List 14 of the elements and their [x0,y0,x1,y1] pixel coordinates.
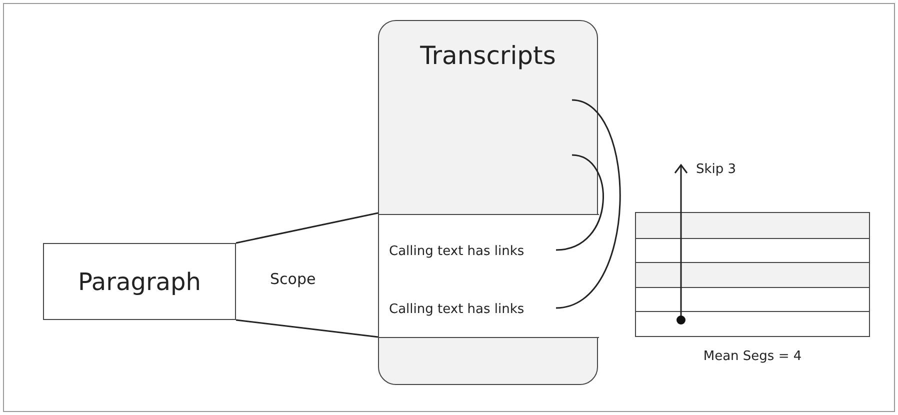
scope-line [236,319,378,338]
paragraph-box: Paragraph [43,243,236,320]
segment-table [635,212,870,337]
scope-label: Scope [270,270,316,288]
link-text: Calling text has links [389,240,555,264]
link-curve [556,154,604,251]
skip-label: Skip 3 [696,162,736,177]
transcripts-panel [378,20,598,385]
scope-line [236,212,378,244]
link-text: Calling text has links [389,298,555,322]
table-caption: Mean Segs = 4 [702,349,803,364]
panel-title: Transcripts [419,41,557,70]
link-curve [556,99,621,309]
scope-band [379,214,599,338]
